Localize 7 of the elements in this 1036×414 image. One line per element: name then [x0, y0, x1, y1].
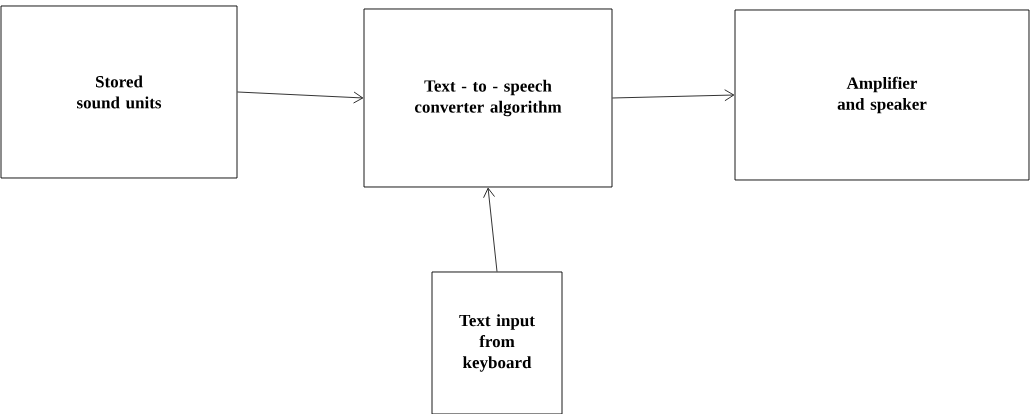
- process-box: Stored sound units: [0, 5, 238, 179]
- arrow: [483, 187, 498, 272]
- arrow: [237, 91, 364, 104]
- process-box: Text - to - speech converter algorithm: [363, 8, 613, 188]
- process-box: Text input from keyboard: [431, 271, 563, 414]
- arrow: [612, 89, 735, 102]
- process-box: Amplifier and speaker: [734, 9, 1030, 181]
